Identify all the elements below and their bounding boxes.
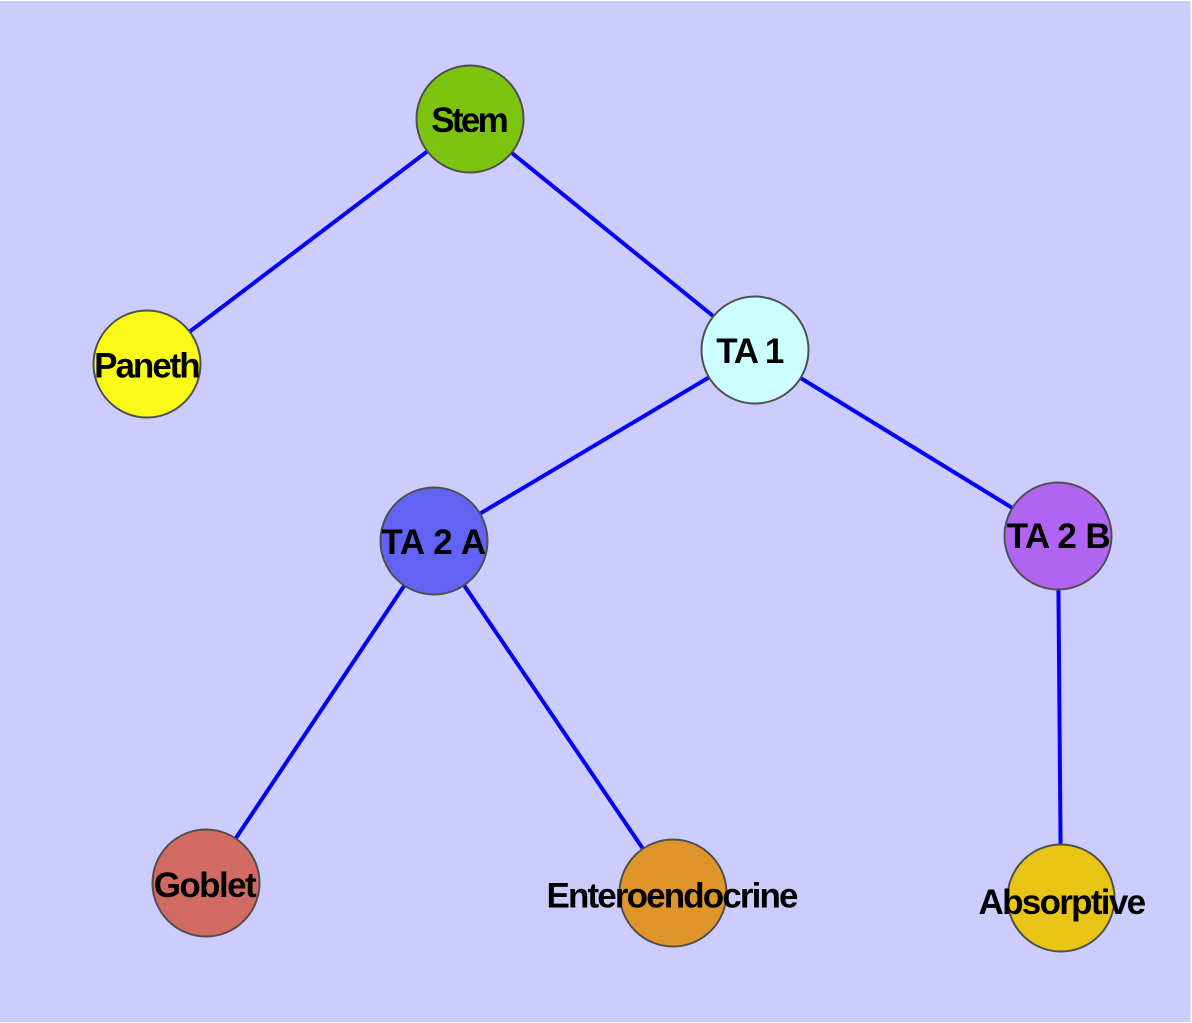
svg-text:Enteroendocrine: Enteroendocrine [547, 877, 799, 916]
svg-text:Stem: Stem [431, 101, 509, 140]
svg-text:TA 2 A: TA 2 A [381, 523, 486, 562]
svg-text:TA 1: TA 1 [716, 332, 784, 371]
svg-text:TA 2 B: TA 2 B [1007, 517, 1111, 556]
svg-text:Paneth: Paneth [94, 347, 201, 386]
svg-text:Absorptive: Absorptive [979, 883, 1147, 922]
svg-text:Goblet: Goblet [154, 866, 257, 905]
